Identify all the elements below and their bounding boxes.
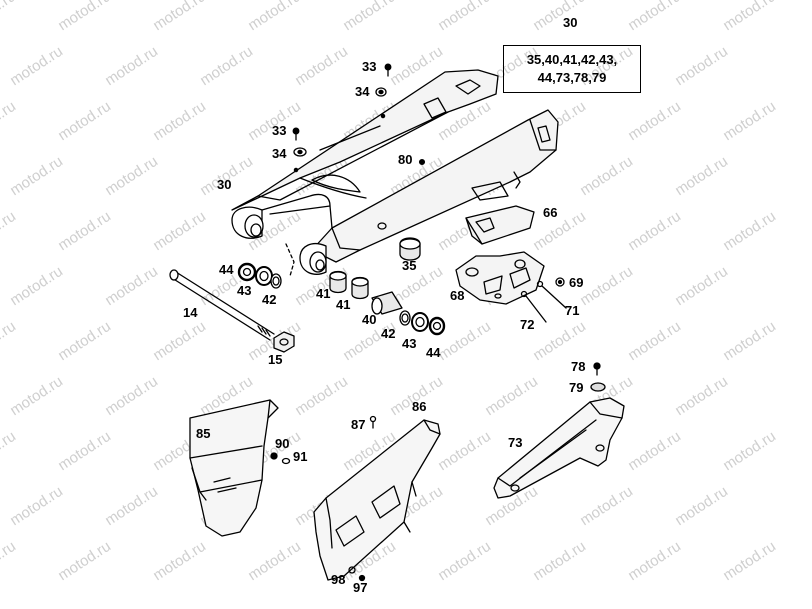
bolt-33-lower xyxy=(292,127,300,141)
callout-15: 15 xyxy=(268,352,283,367)
bearing-41-a xyxy=(329,270,347,294)
bearing-41-b xyxy=(351,276,369,300)
bolt-33-upper xyxy=(384,63,392,77)
callout-40: 40 xyxy=(362,312,377,327)
kit-contents-line-1: 35,40,41,42,43, xyxy=(526,52,618,67)
callout-42-left: 42 xyxy=(262,292,277,307)
seal-44-right xyxy=(428,316,446,336)
spacer-bush xyxy=(399,237,421,261)
chain-guide-plate xyxy=(455,251,545,305)
swingarm-axle xyxy=(169,269,275,341)
inner-sleeve-40 xyxy=(371,291,403,315)
callout-30: 30 xyxy=(217,177,232,192)
callout-44-left: 44 xyxy=(219,262,234,277)
chain-guide-block xyxy=(465,205,535,245)
washer-79 xyxy=(590,382,606,392)
callout-14: 14 xyxy=(183,305,198,320)
chain-guard-86 xyxy=(313,419,441,581)
callout-42-right: 42 xyxy=(381,326,396,341)
callout-72: 72 xyxy=(520,317,535,332)
washer-98 xyxy=(348,566,356,574)
callout-97: 97 xyxy=(353,580,368,595)
callout-80: 80 xyxy=(398,152,413,167)
callout-69: 69 xyxy=(569,275,584,290)
screw-71 xyxy=(536,280,567,309)
washer-42-left xyxy=(270,273,282,289)
callout-43-left: 43 xyxy=(237,283,252,298)
callout-73: 73 xyxy=(508,435,523,450)
callout-86: 86 xyxy=(412,399,427,414)
washer-91 xyxy=(281,457,291,465)
washer-90 xyxy=(270,452,278,460)
clip-34-lower xyxy=(293,147,307,157)
chain-slider-73 xyxy=(493,397,625,499)
callout-91: 91 xyxy=(293,449,308,464)
callout-71: 71 xyxy=(565,303,580,318)
mud-guard-85 xyxy=(189,399,279,537)
screw-97 xyxy=(358,574,366,582)
callout-66: 66 xyxy=(543,205,558,220)
axle-nut xyxy=(273,331,295,353)
seal-44-left xyxy=(237,262,257,282)
callout-79: 79 xyxy=(569,380,584,395)
clip-34-upper xyxy=(375,87,387,97)
callout-44-right: 44 xyxy=(426,345,441,360)
swingarm xyxy=(231,69,559,277)
callout-41-b: 41 xyxy=(336,297,351,312)
kit-contents-line-2: 44,73,78,79 xyxy=(537,70,607,85)
nut-69 xyxy=(555,277,565,287)
screw-87 xyxy=(369,415,377,429)
washer-42-right xyxy=(399,310,411,326)
callout-33-upper: 33 xyxy=(362,59,377,74)
callout-68: 68 xyxy=(450,288,465,303)
callout-90: 90 xyxy=(275,436,290,451)
bearing-43-left xyxy=(255,266,273,286)
callout-85: 85 xyxy=(196,426,211,441)
callout-78: 78 xyxy=(571,359,586,374)
screw-72 xyxy=(520,290,547,323)
kit-part-number: 30 xyxy=(563,15,578,30)
callout-35: 35 xyxy=(402,258,417,273)
callout-34-lower: 34 xyxy=(272,146,287,161)
callout-34-upper: 34 xyxy=(355,84,370,99)
bearing-43-right xyxy=(411,312,429,332)
callout-43-right: 43 xyxy=(402,336,417,351)
screw-78 xyxy=(593,362,601,376)
callout-41-a: 41 xyxy=(316,286,331,301)
callout-98: 98 xyxy=(331,572,346,587)
callout-87: 87 xyxy=(351,417,366,432)
kit-contents-box: 35,40,41,42,43, 44,73,78,79 xyxy=(503,45,641,93)
screw-80 xyxy=(418,158,426,166)
callout-33-lower: 33 xyxy=(272,123,287,138)
